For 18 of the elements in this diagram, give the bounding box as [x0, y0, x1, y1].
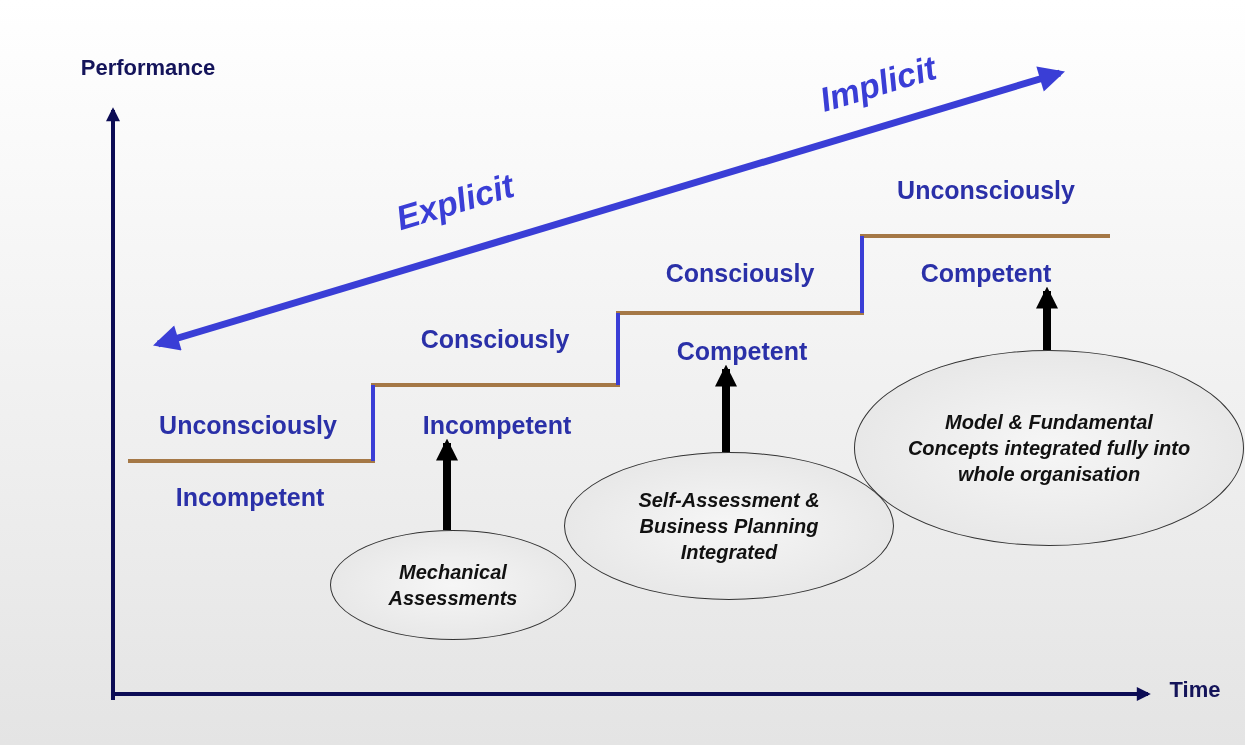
node-text: Self-Assessment & Business Planning Integrated [637, 488, 821, 565]
direction-label: Implicit [815, 48, 941, 120]
stage-label: Competent [676, 336, 808, 366]
node-text: Model & Fundamental Concepts integrated fully into whole organisation [906, 410, 1192, 487]
axis-title: Performance [80, 55, 216, 81]
axis-title: Time [1169, 677, 1221, 703]
stage-label: Incompetent [175, 482, 325, 512]
arrow [1036, 286, 1058, 350]
stage-label: Unconsciously [897, 175, 1075, 205]
stage-label: Consciously [420, 324, 570, 354]
stage-label: Incompetent [422, 410, 572, 440]
stage-label: Unconsciously [159, 410, 337, 440]
direction-label: Explicit [391, 165, 519, 239]
stage-label: Competent [920, 258, 1052, 288]
arrow [715, 364, 737, 452]
stage-label: Consciously [665, 258, 815, 288]
node-text: Mechanical Assessments [387, 560, 519, 611]
arrow [436, 438, 458, 530]
